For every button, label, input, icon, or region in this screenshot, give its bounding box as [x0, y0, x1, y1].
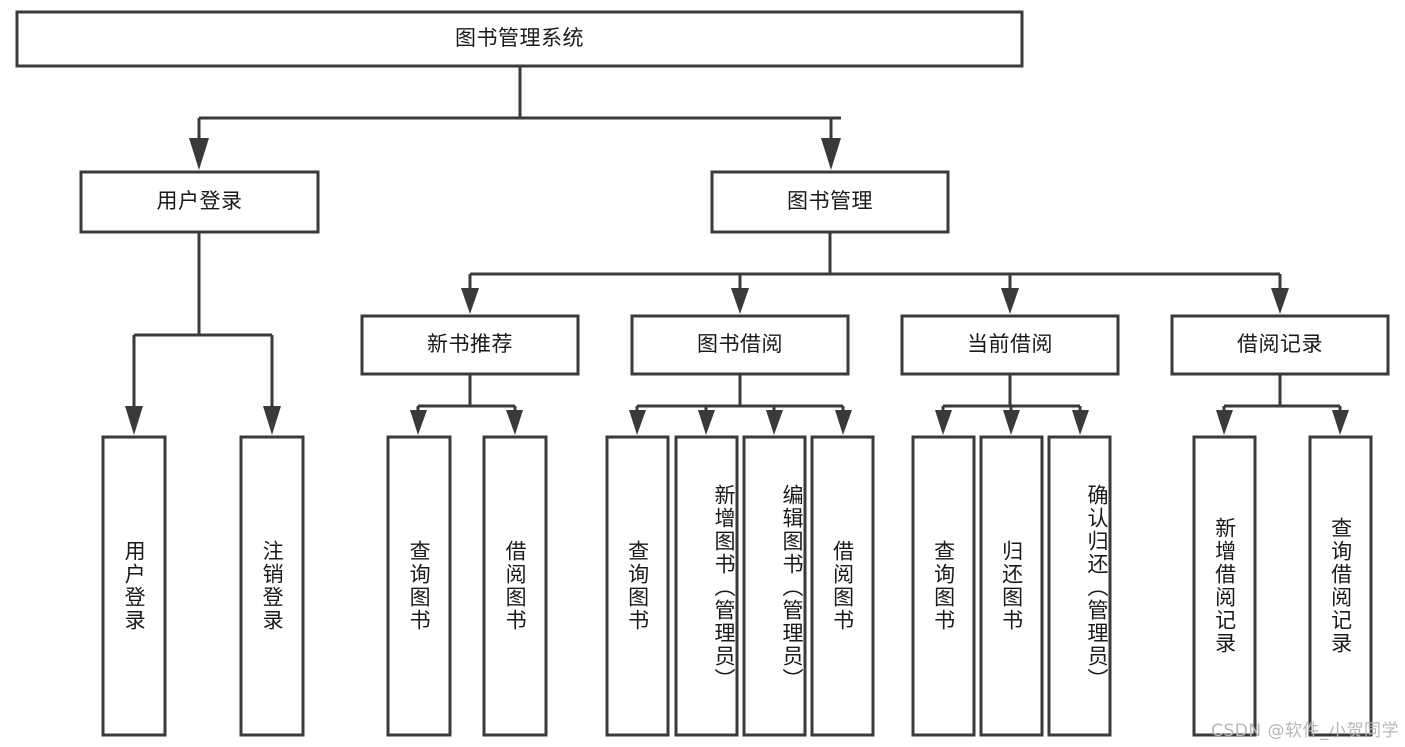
- node-box-new-book-recommend[interactable]: [360, 314, 580, 376]
- node-box-leaf-query-record[interactable]: [1308, 435, 1373, 737]
- arrow-head-leaf-edit-book: [766, 410, 783, 435]
- arrow-head-current-borrow: [1001, 288, 1019, 314]
- arrow-head-book-borrow: [731, 288, 749, 314]
- node-box-leaf-query-book-2[interactable]: [605, 435, 670, 737]
- node-box-leaf-user-login[interactable]: [101, 435, 167, 737]
- node-box-leaf-add-record[interactable]: [1192, 435, 1257, 737]
- node-box-leaf-logout[interactable]: [239, 435, 305, 737]
- arrow-head-leaf-add-book: [698, 410, 715, 435]
- arrow-head-leaf-borrow-book-1: [506, 410, 523, 435]
- node-box-leaf-borrow-book-1[interactable]: [482, 435, 548, 737]
- arrow-head-leaf-query-book-2: [629, 410, 646, 435]
- node-box-leaf-add-book[interactable]: [674, 435, 739, 737]
- connector-group-current-borrow: [935, 374, 1089, 435]
- connector-group-book-borrow: [629, 374, 852, 435]
- connector-group-new-book-recommend: [410, 374, 523, 435]
- arrow-head-new-book-recommend: [461, 288, 479, 314]
- arrow-head-leaf-return-book: [1003, 410, 1020, 435]
- node-box-leaf-edit-book[interactable]: [742, 435, 807, 737]
- node-box-borrow-records[interactable]: [1170, 314, 1390, 376]
- node-box-leaf-return-book[interactable]: [979, 435, 1044, 737]
- arrow-head-user-login: [189, 138, 209, 170]
- arrow-head-leaf-add-record: [1216, 410, 1233, 435]
- arrow-head-leaf-confirm-return: [1072, 410, 1089, 435]
- arrow-head-leaf-query-book-1: [410, 410, 427, 435]
- arrow-head-book-management: [821, 138, 841, 170]
- connector-group-user-login: [125, 232, 281, 435]
- node-box-leaf-borrow-book-2[interactable]: [810, 435, 875, 737]
- node-box-book-borrow[interactable]: [630, 314, 850, 376]
- node-box-leaf-query-book-3[interactable]: [911, 435, 976, 737]
- node-box-leaf-query-book-1[interactable]: [386, 435, 452, 737]
- node-box-leaf-confirm-return[interactable]: [1047, 435, 1112, 737]
- watermark-text: CSDN @软件_小贺同学: [1211, 721, 1399, 741]
- arrow-head-leaf-query-book-3: [935, 410, 952, 435]
- arrow-head-leaf-borrow-book-2: [835, 410, 852, 435]
- arrow-head-leaf-query-record: [1332, 410, 1349, 435]
- arrow-head-leaf-user-login: [125, 406, 143, 435]
- node-box-root[interactable]: [15, 10, 1024, 68]
- arrow-head-leaf-logout: [263, 406, 281, 435]
- connector-group-root: [189, 66, 841, 170]
- node-box-book-management[interactable]: [710, 170, 950, 234]
- node-box-user-login[interactable]: [79, 170, 320, 234]
- arrow-head-borrow-records: [1271, 288, 1289, 314]
- connector-group-borrow-records: [1216, 374, 1349, 435]
- connector-group-book-management: [461, 232, 1289, 314]
- node-box-current-borrow[interactable]: [900, 314, 1120, 376]
